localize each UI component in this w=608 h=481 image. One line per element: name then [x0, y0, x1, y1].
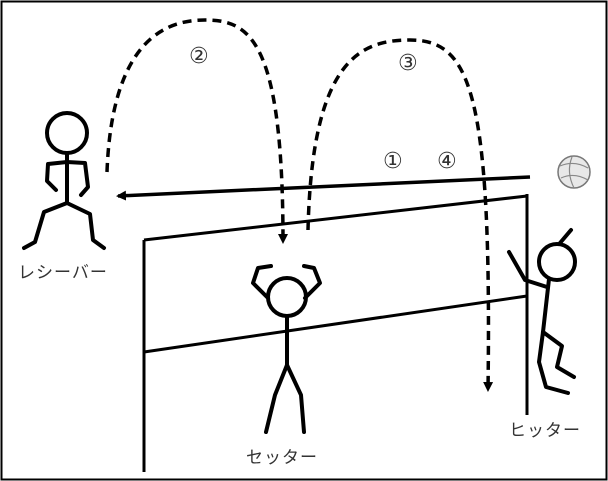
hitter-label: ヒッター [509, 421, 581, 441]
receiver-figure [22, 111, 106, 250]
volleyball-net [142, 194, 529, 472]
step-label-3: ③ [398, 51, 418, 76]
pass-arrow-2 [105, 18, 288, 244]
receiver-label: レシーバー [18, 263, 108, 283]
ball-arrow-1-4 [116, 175, 531, 201]
setter-label: セッター [246, 448, 318, 468]
setter-figure [251, 264, 322, 434]
step-label-1: ① [383, 149, 403, 174]
step-label-2: ② [189, 44, 209, 69]
volleyball-icon [557, 155, 591, 189]
step-label-4: ④ [437, 149, 457, 174]
hitter-figure [507, 228, 577, 395]
pass-arrow-3 [306, 38, 494, 392]
